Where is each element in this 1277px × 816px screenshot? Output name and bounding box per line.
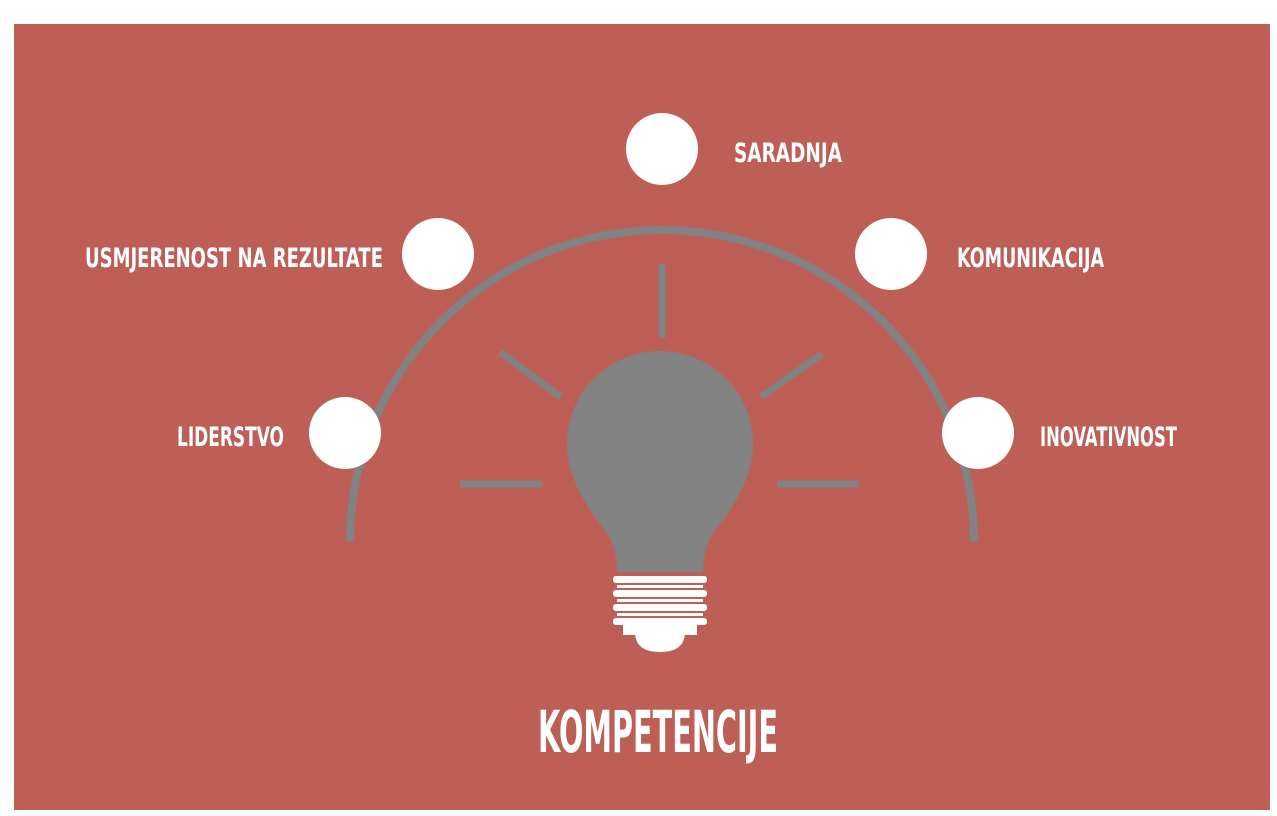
label-saradnja: SARADNJA — [734, 138, 842, 169]
label-komunikacija: KOMUNIKACIJA — [957, 243, 1104, 274]
node-inovativnost — [942, 397, 1014, 469]
node-saradnja — [626, 113, 698, 185]
lightbulb-icon — [567, 351, 753, 652]
competency-diagram: SARADNJA USMJERENOST NA REZULTATE KOMUNI… — [14, 24, 1270, 810]
diagram-title: KOMPETENCIJE — [538, 698, 778, 766]
node-liderstvo — [309, 397, 381, 469]
slide: SARADNJA USMJERENOST NA REZULTATE KOMUNI… — [7, 12, 1270, 810]
ray-upper-right — [758, 351, 825, 400]
label-usmjerenost: USMJERENOST NA REZULTATE — [85, 243, 383, 274]
label-liderstvo: LIDERSTVO — [177, 422, 284, 453]
label-inovativnost: INOVATIVNOST — [1040, 422, 1177, 453]
ray-upper-left — [497, 349, 564, 400]
node-usmjerenost — [402, 218, 474, 290]
bulb-base — [613, 576, 707, 652]
bulb-glass — [567, 351, 753, 572]
node-komunikacija — [855, 218, 927, 290]
bulb-rays — [460, 264, 859, 488]
competency-arc — [346, 226, 978, 543]
